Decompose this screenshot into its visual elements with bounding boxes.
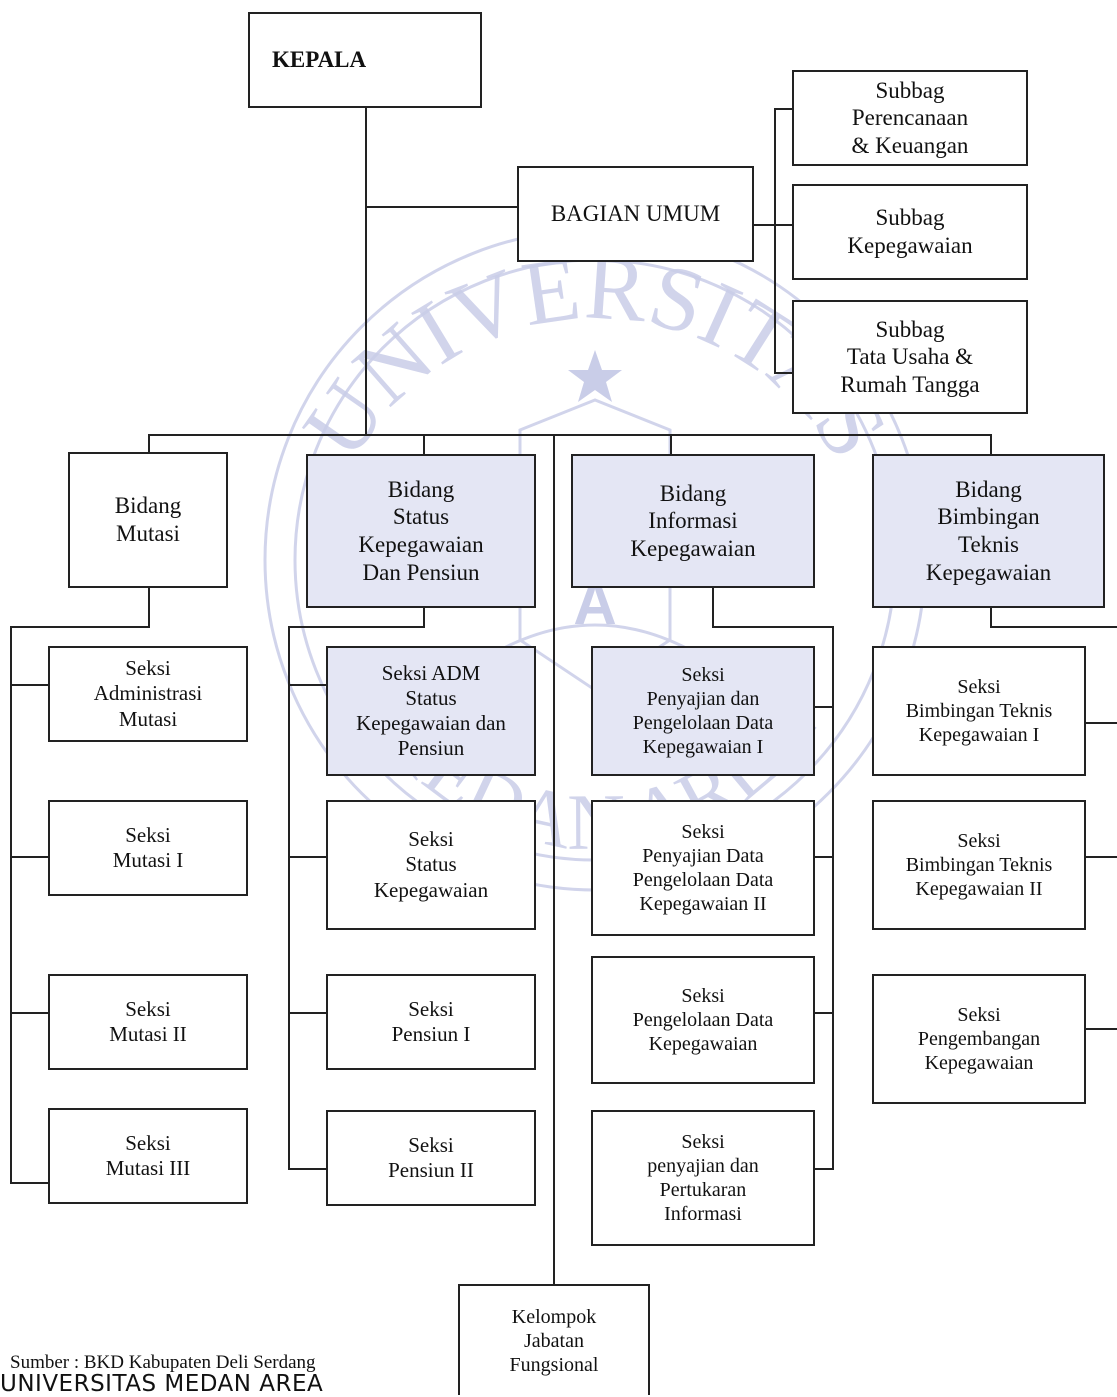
bagian-umum-box: BAGIAN UMUM — [517, 166, 754, 262]
seksi-pertukaran-informasi-box: Seksi penyajian dan Pertukaran Informasi — [591, 1110, 815, 1246]
bagian-umum-label: BAGIAN UMUM — [550, 201, 721, 227]
source-caption: Sumber : BKD Kabupaten Deli Serdang — [10, 1352, 316, 1373]
seksi-mutasi-1-box: Seksi Mutasi I — [48, 800, 248, 896]
kepala-label: KEPALA — [272, 47, 367, 73]
seksi-label: Seksi Mutasi II — [109, 996, 187, 1046]
seksi-label: Seksi Pensiun II — [388, 1132, 474, 1182]
seksi-label: Seksi Bimbingan Teknis Kepegawaian I — [905, 676, 1053, 746]
bidang-label: Bidang Bimbingan Teknis Kepegawaian — [925, 476, 1052, 585]
seksi-label: Seksi Mutasi I — [112, 822, 184, 872]
seksi-label: Seksi Pengembangan Kepegawaian — [917, 1004, 1041, 1074]
bidang-bimbingan-box: Bidang Bimbingan Teknis Kepegawaian — [872, 454, 1105, 608]
seksi-pengelolaan-data-box: Seksi Pengelolaan Data Kepegawaian — [591, 956, 815, 1084]
seksi-pensiun-1-box: Seksi Pensiun I — [326, 974, 536, 1070]
bidang-label: Bidang Status Kepegawaian Dan Pensiun — [358, 476, 484, 585]
seksi-label: Seksi ADM Status Kepegawaian dan Pensiun — [356, 660, 506, 761]
seksi-label: Seksi Pengelolaan Data Kepegawaian — [632, 985, 774, 1055]
seksi-bimbingan-1-box: Seksi Bimbingan Teknis Kepegawaian I — [872, 646, 1086, 776]
university-footer: UNIVERSITAS MEDAN AREA — [0, 1371, 324, 1397]
subbag-label: Subbag Tata Usaha & Rumah Tangga — [840, 316, 980, 397]
seksi-bimbingan-2-box: Seksi Bimbingan Teknis Kepegawaian II — [872, 800, 1086, 930]
seksi-label: Seksi Mutasi III — [105, 1130, 191, 1180]
subbag-label: Subbag Perencanaan & Keuangan — [851, 77, 969, 158]
subbag-tata-usaha-box: Subbag Tata Usaha & Rumah Tangga — [792, 300, 1028, 414]
seksi-label: Seksi Penyajian Data Pengelolaan Data Ke… — [632, 821, 774, 915]
seksi-administrasi-mutasi-box: Seksi Administrasi Mutasi — [48, 646, 248, 742]
kepala-box: KEPALA — [248, 12, 482, 108]
bidang-mutasi-box: Bidang Mutasi — [68, 452, 228, 588]
seksi-pengembangan-box: Seksi Pengembangan Kepegawaian — [872, 974, 1086, 1104]
seksi-pensiun-2-box: Seksi Pensiun II — [326, 1110, 536, 1206]
seksi-label: Seksi Penyajian dan Pengelolaan Data Kep… — [632, 664, 774, 758]
seksi-label: Seksi Pensiun I — [391, 996, 471, 1046]
bidang-label: Bidang Informasi Kepegawaian — [630, 480, 756, 561]
kelompok-jabatan-box: Kelompok Jabatan Fungsional — [458, 1284, 650, 1395]
seksi-label: Seksi Bimbingan Teknis Kepegawaian II — [905, 830, 1053, 900]
seksi-penyajian-pengelolaan-2-box: Seksi Penyajian Data Pengelolaan Data Ke… — [591, 800, 815, 936]
kelompok-label: Kelompok Jabatan Fungsional — [509, 1305, 599, 1376]
seksi-penyajian-pengelolaan-1-box: Seksi Penyajian dan Pengelolaan Data Kep… — [591, 646, 815, 776]
seksi-adm-status-box: Seksi ADM Status Kepegawaian dan Pensiun — [326, 646, 536, 776]
seksi-label: Seksi Administrasi Mutasi — [93, 656, 203, 731]
seksi-mutasi-2-box: Seksi Mutasi II — [48, 974, 248, 1070]
subbag-label: Subbag Kepegawaian — [847, 205, 973, 258]
subbag-perencanaan-box: Subbag Perencanaan & Keuangan — [792, 70, 1028, 166]
bidang-informasi-box: Bidang Informasi Kepegawaian — [571, 454, 815, 588]
seksi-mutasi-3-box: Seksi Mutasi III — [48, 1108, 248, 1204]
bidang-status-box: Bidang Status Kepegawaian Dan Pensiun — [306, 454, 536, 608]
seksi-status-kepegawaian-box: Seksi Status Kepegawaian — [326, 800, 536, 930]
seksi-label: Seksi penyajian dan Pertukaran Informasi — [647, 1131, 759, 1225]
bidang-label: Bidang Mutasi — [114, 493, 182, 546]
seksi-label: Seksi Status Kepegawaian — [373, 827, 489, 902]
subbag-kepegawaian-box: Subbag Kepegawaian — [792, 184, 1028, 280]
